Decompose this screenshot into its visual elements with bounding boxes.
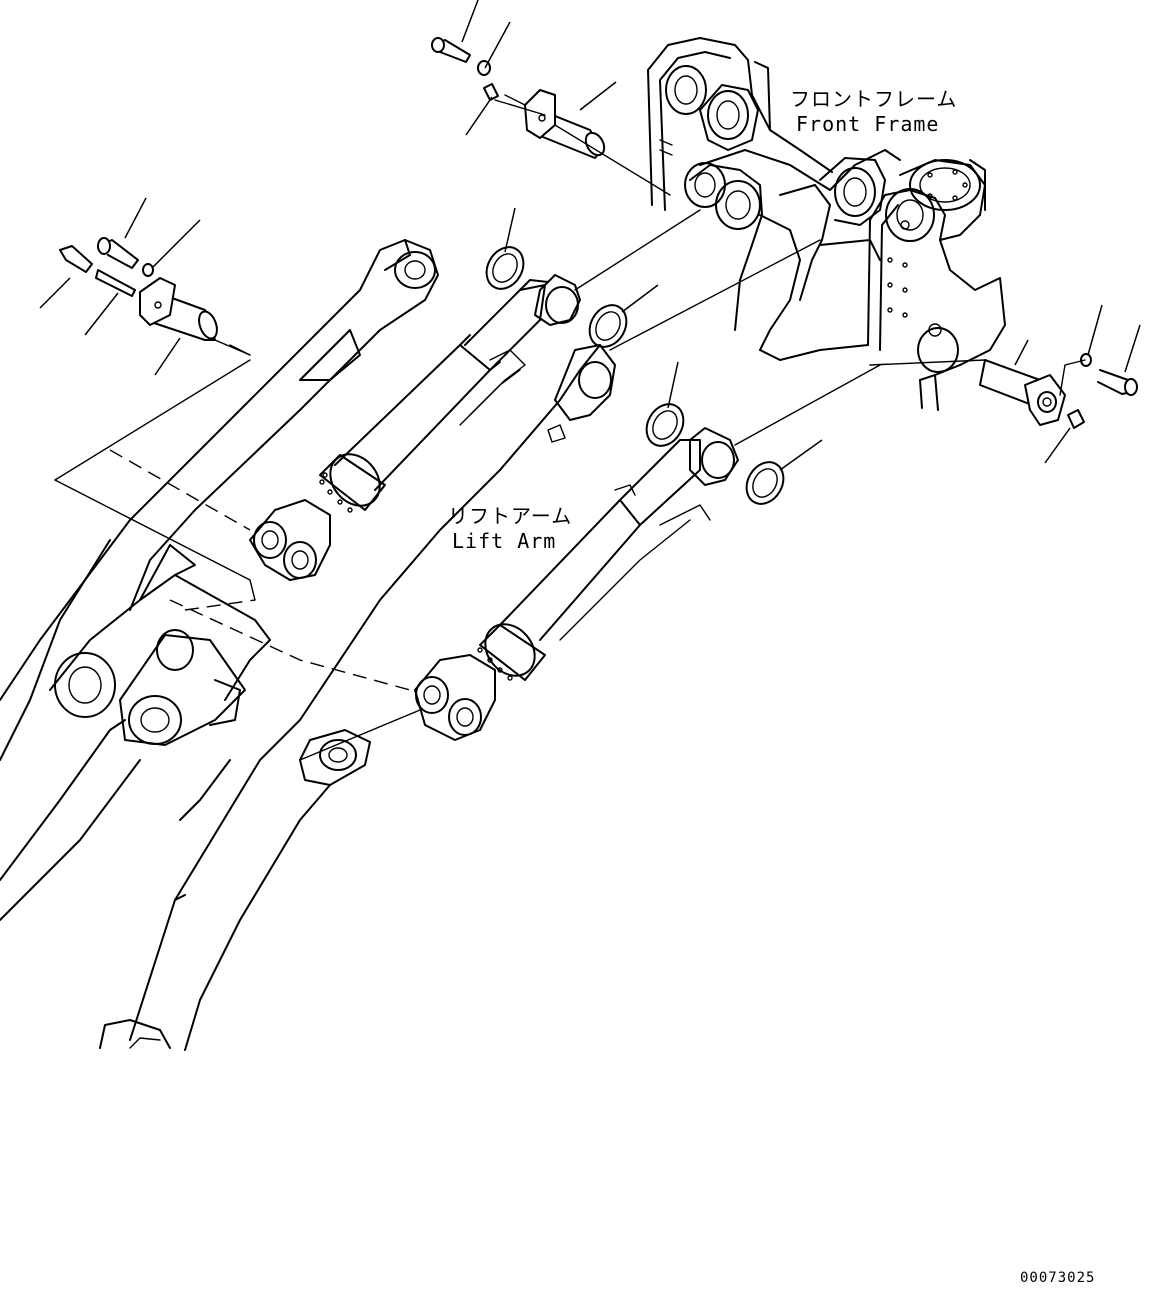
front-frame-label-en: Front Frame bbox=[796, 112, 939, 136]
leader-lines bbox=[39, 0, 1141, 471]
flange-bolts-lower bbox=[477, 647, 513, 681]
pin-top-center bbox=[431, 37, 671, 196]
front-frame-label-jp: フロントフレーム bbox=[790, 87, 957, 111]
lift-cylinder-lower bbox=[299, 427, 739, 761]
flange-bolts-upper bbox=[319, 472, 353, 513]
pin-left bbox=[59, 237, 251, 356]
lift-cylinder-upper bbox=[249, 274, 581, 581]
shims bbox=[485, 246, 785, 505]
lift-arm bbox=[0, 239, 601, 1051]
mid-bracket bbox=[547, 344, 616, 443]
lift-arm-label-jp: リフトアーム bbox=[448, 504, 572, 528]
lift-arm-label-en: Lift Arm bbox=[452, 529, 556, 553]
alignment-lines bbox=[494, 99, 881, 446]
pin-right bbox=[869, 353, 1138, 429]
frame-bolt-holes bbox=[887, 220, 910, 318]
drawing-number: 00073025 bbox=[1020, 1270, 1095, 1286]
